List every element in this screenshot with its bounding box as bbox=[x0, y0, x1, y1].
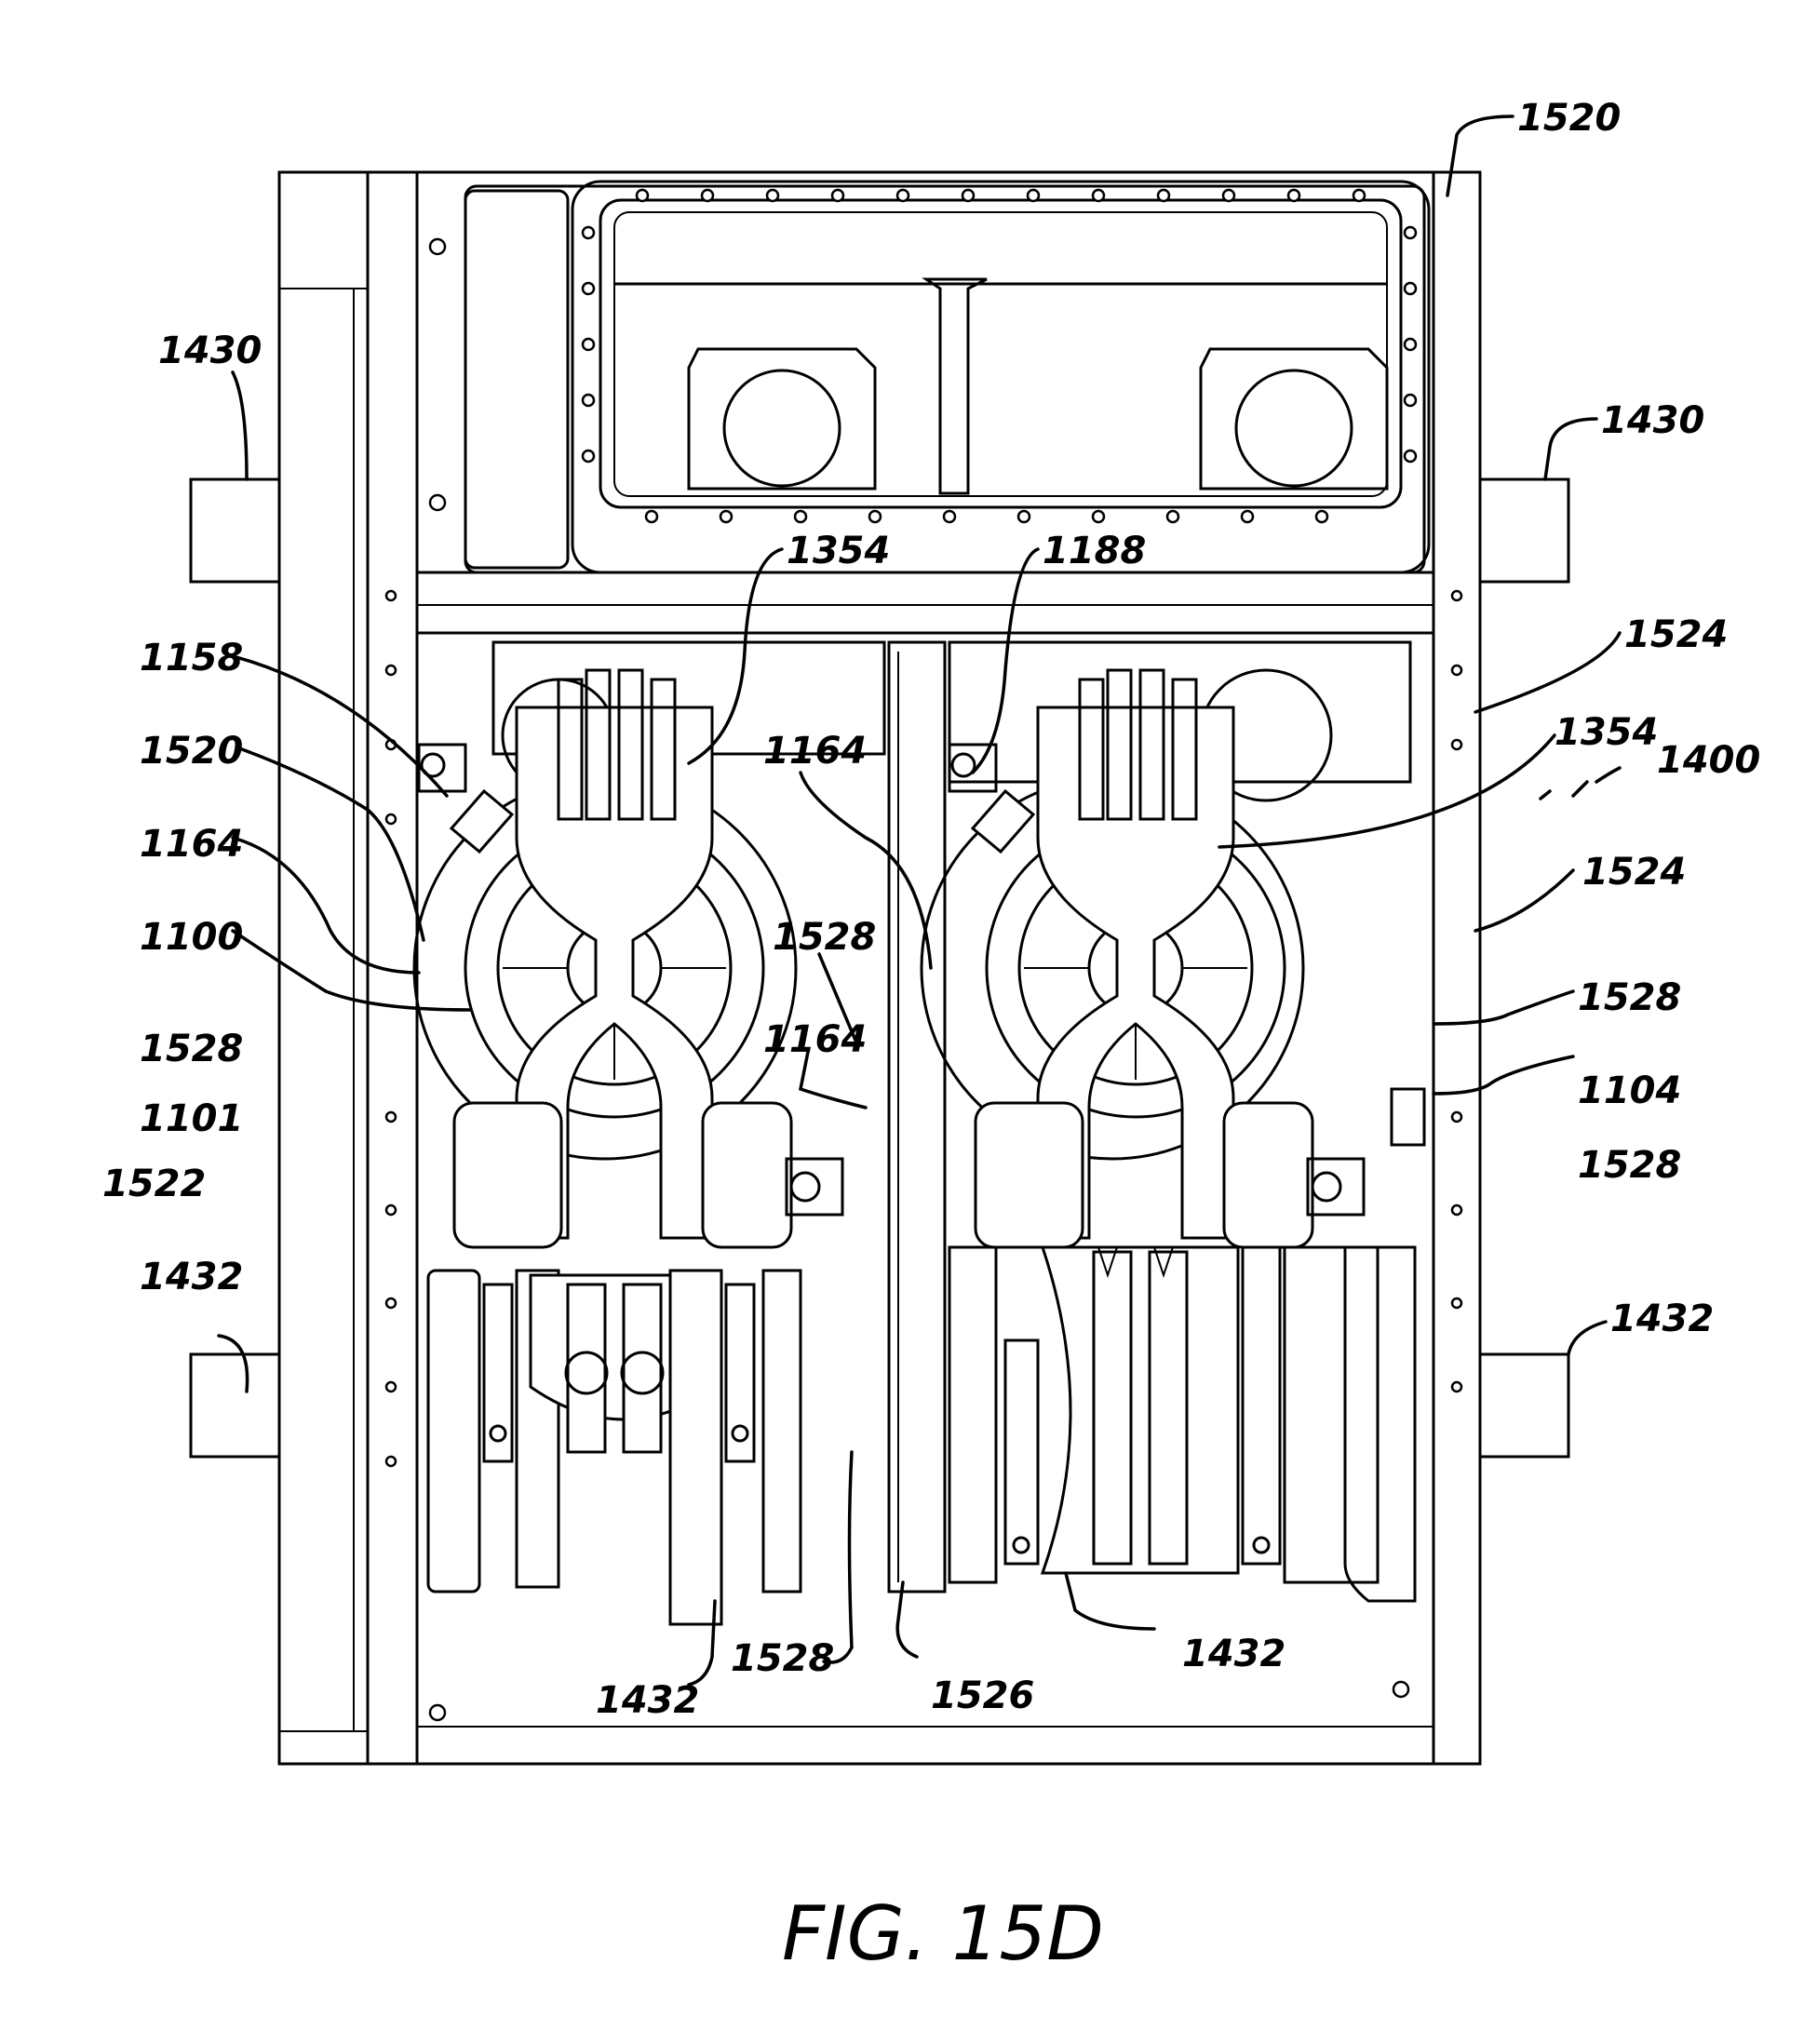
label-1520-top: 1520 bbox=[1517, 97, 1621, 140]
top-cover-plate bbox=[417, 182, 1433, 633]
label-1430-right: 1430 bbox=[1601, 399, 1704, 442]
label-1520-left: 1520 bbox=[140, 730, 243, 773]
label-1528-right-lower: 1528 bbox=[1578, 1144, 1681, 1187]
label-1528-left: 1528 bbox=[140, 1028, 243, 1070]
label-1524-mid: 1524 bbox=[1582, 851, 1686, 894]
label-1432-left: 1432 bbox=[140, 1256, 243, 1298]
label-1104: 1104 bbox=[1578, 1069, 1681, 1112]
label-1432-right: 1432 bbox=[1610, 1298, 1714, 1340]
label-1528-right-upper: 1528 bbox=[1578, 976, 1681, 1019]
label-1354-left: 1354 bbox=[787, 530, 890, 572]
label-1164-center: 1164 bbox=[763, 730, 867, 773]
right-lower-linkage bbox=[949, 1247, 1415, 1601]
right-pump-assembly bbox=[922, 642, 1424, 1247]
left-lower-linkage bbox=[428, 1271, 801, 1624]
label-1164-center-lower: 1164 bbox=[763, 1018, 867, 1061]
label-1188: 1188 bbox=[1043, 530, 1146, 572]
label-1430-left: 1430 bbox=[158, 329, 262, 372]
label-1526: 1526 bbox=[931, 1674, 1034, 1717]
center-divider-bar bbox=[889, 642, 945, 1592]
label-1100: 1100 bbox=[140, 916, 243, 959]
label-1524-top: 1524 bbox=[1624, 613, 1728, 656]
label-1522: 1522 bbox=[102, 1163, 206, 1205]
label-1354-right: 1354 bbox=[1555, 711, 1658, 754]
label-1164-left: 1164 bbox=[140, 823, 243, 866]
label-1432-bottom-right: 1432 bbox=[1182, 1633, 1285, 1675]
side-handles bbox=[191, 479, 1568, 1457]
figure-caption: FIG. 15D bbox=[782, 1890, 1104, 1977]
label-1400: 1400 bbox=[1657, 739, 1760, 782]
label-1432-bottom-left: 1432 bbox=[596, 1679, 699, 1722]
label-1528-center-upper: 1528 bbox=[773, 916, 876, 959]
label-1528-bottom: 1528 bbox=[731, 1637, 834, 1680]
label-1158: 1158 bbox=[140, 637, 243, 679]
label-1101: 1101 bbox=[140, 1097, 243, 1140]
